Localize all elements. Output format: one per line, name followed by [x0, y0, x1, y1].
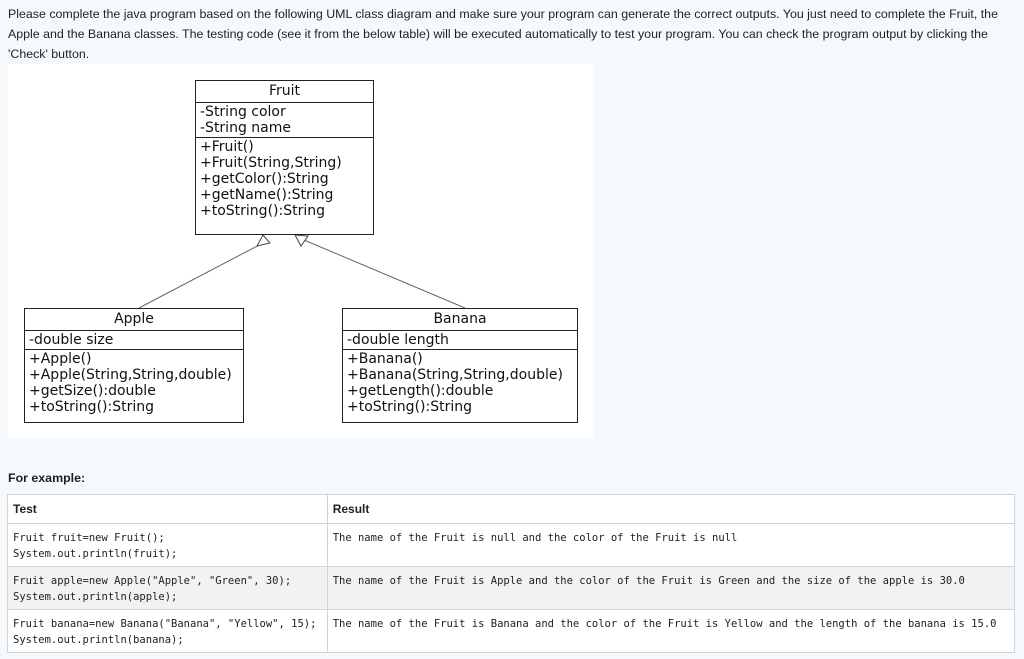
table-row: Fruit banana=new Banana("Banana", "Yello…: [7, 609, 1016, 653]
uml-fields: -String color -String name: [196, 103, 373, 137]
table-header-row: Test Result: [7, 494, 1016, 524]
uml-method: +Banana(): [347, 351, 423, 367]
uml-methods: +Banana() +Banana(String,String,double) …: [343, 349, 577, 416]
uml-method: +Apple(): [29, 351, 92, 367]
result-cell: The name of the Fruit is Banana and the …: [326, 609, 1016, 653]
uml-class-banana: Banana -double length +Banana() +Banana(…: [342, 308, 578, 423]
uml-method: +toString():String: [347, 399, 472, 415]
uml-class-name: Fruit: [196, 81, 373, 103]
uml-fields: -double size: [25, 331, 243, 349]
column-header-result: Result: [326, 494, 1016, 524]
apple-inheritance-arrowhead: [256, 234, 271, 247]
uml-method: +Banana(String,String,double): [347, 367, 563, 383]
uml-class-name: Banana: [343, 309, 577, 331]
uml-class-fruit: Fruit -String color -String name +Fruit(…: [195, 80, 374, 235]
uml-field: -double size: [29, 332, 114, 348]
test-code-cell: Fruit fruit=new Fruit(); System.out.prin…: [7, 523, 328, 567]
uml-field: -String name: [200, 120, 291, 136]
uml-class-name: Apple: [25, 309, 243, 331]
table-row: Fruit apple=new Apple("Apple", "Green", …: [7, 566, 1016, 610]
test-code-cell: Fruit banana=new Banana("Banana", "Yello…: [7, 609, 328, 653]
inheritance-arrows: [138, 234, 466, 309]
uml-class-apple: Apple -double size +Apple() +Apple(Strin…: [24, 308, 244, 423]
uml-method: +Fruit(String,String): [200, 155, 342, 171]
banana-inheritance-arrowhead: [294, 234, 309, 247]
uml-method: +toString():String: [200, 203, 325, 219]
uml-field: -String color: [200, 104, 286, 120]
example-table: Test Result Fruit fruit=new Fruit(); Sys…: [7, 494, 1016, 653]
uml-fields: -double length: [343, 331, 577, 349]
apple-inheritance-line: [138, 243, 262, 309]
result-cell: The name of the Fruit is Apple and the c…: [326, 566, 1016, 610]
uml-field: -double length: [347, 332, 449, 348]
question-text: Please complete the java program based o…: [8, 7, 998, 61]
uml-method: +getColor():String: [200, 171, 329, 187]
uml-method: +getLength():double: [347, 383, 494, 399]
example-heading: For example:: [8, 471, 86, 485]
uml-method: +getName():String: [200, 187, 334, 203]
uml-method: +Fruit(): [200, 139, 254, 155]
uml-diagram: Fruit -String color -String name +Fruit(…: [8, 64, 593, 438]
result-cell: The name of the Fruit is null and the co…: [326, 523, 1016, 567]
uml-method: +getSize():double: [29, 383, 156, 399]
test-code-cell: Fruit apple=new Apple("Apple", "Green", …: [7, 566, 328, 610]
uml-methods: +Fruit() +Fruit(String,String) +getColor…: [196, 137, 373, 220]
table-row: Fruit fruit=new Fruit(); System.out.prin…: [7, 523, 1016, 567]
uml-methods: +Apple() +Apple(String,String,double) +g…: [25, 349, 243, 416]
banana-inheritance-line: [303, 239, 466, 309]
uml-method: +Apple(String,String,double): [29, 367, 232, 383]
column-header-test: Test: [7, 494, 328, 524]
uml-method: +toString():String: [29, 399, 154, 415]
